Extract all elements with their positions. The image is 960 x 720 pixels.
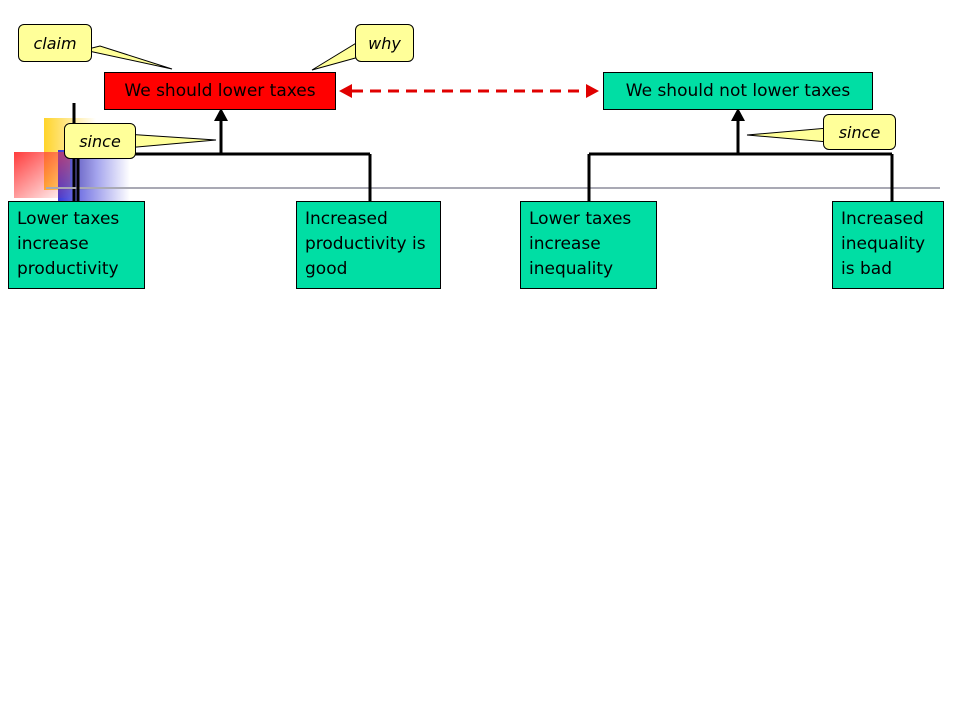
callout-label: claim — [33, 33, 77, 53]
reason-label: Increased inequality is bad — [841, 209, 926, 279]
callout-tail-since-right — [746, 127, 829, 143]
callout-label: since — [838, 122, 881, 142]
reason-lower-taxes-increase-productivity[interactable]: Lower taxes increase productivity — [8, 201, 145, 289]
callout-claim: claim — [18, 24, 92, 62]
claim-we-should-not-lower-taxes[interactable]: We should not lower taxes — [603, 72, 873, 110]
claim-we-should-lower-taxes[interactable]: We should lower taxes — [104, 72, 336, 110]
callout-tail-claim — [83, 45, 173, 70]
con-support-links — [587, 108, 894, 201]
reason-increased-inequality-is-bad[interactable]: Increased inequality is bad — [832, 201, 944, 289]
reason-label: Lower taxes increase productivity — [17, 209, 120, 279]
callout-tail-since-left — [125, 133, 217, 149]
reason-label: Lower taxes increase inequality — [529, 209, 632, 279]
callout-why: why — [355, 24, 414, 62]
callout-label: why — [368, 33, 401, 53]
reason-increased-productivity-is-good[interactable]: Increased productivity is good — [296, 201, 441, 289]
reason-lower-taxes-increase-inequality[interactable]: Lower taxes increase inequality — [520, 201, 657, 289]
reason-label: Increased productivity is good — [305, 209, 426, 279]
callout-since-left: since — [64, 123, 136, 159]
conflict-arrow — [339, 84, 599, 98]
callout-label: since — [79, 131, 121, 151]
callout-since-right: since — [823, 114, 896, 150]
claim-label: We should not lower taxes — [625, 80, 851, 101]
claim-label: We should lower taxes — [124, 80, 316, 101]
